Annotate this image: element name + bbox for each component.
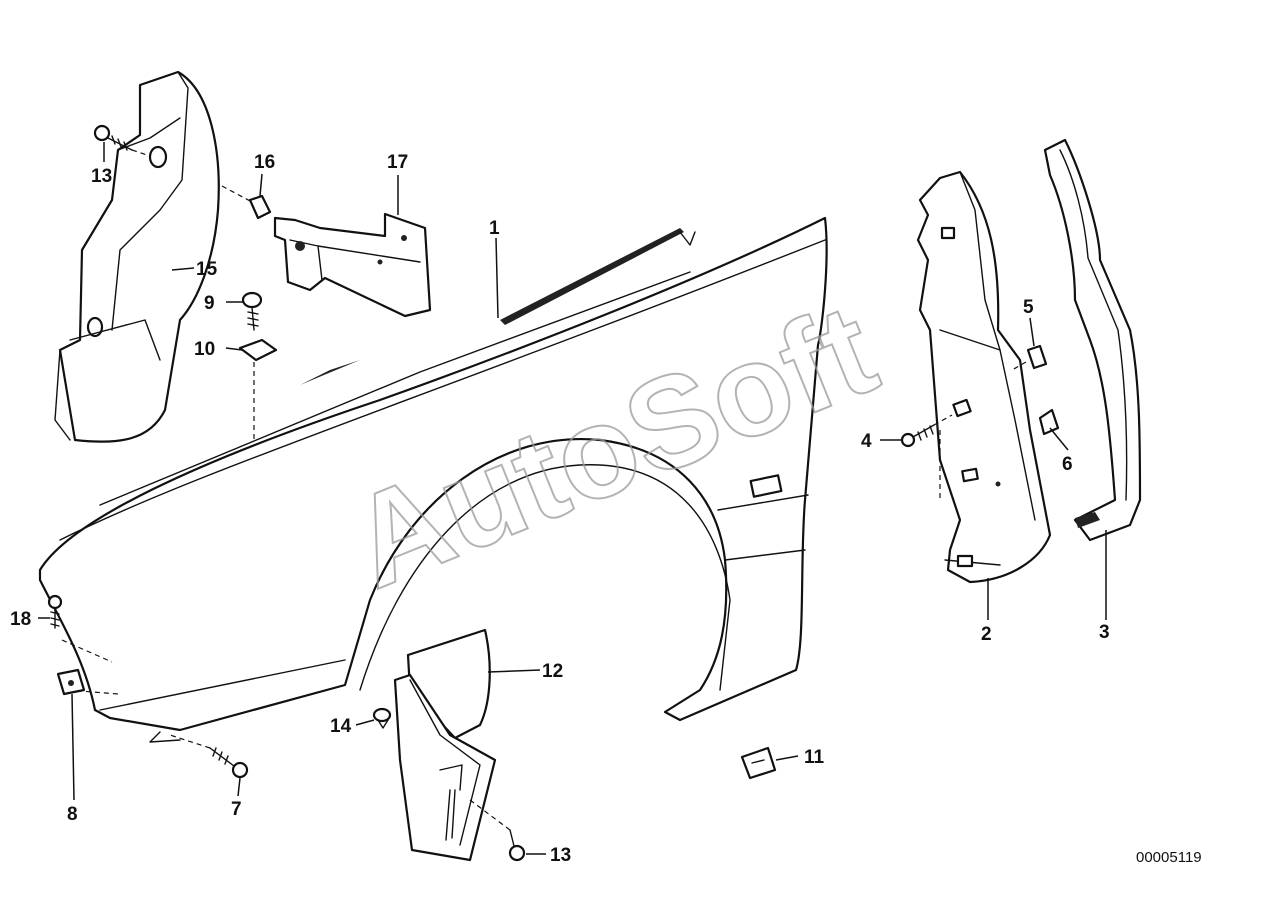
callout-11: 11 (804, 747, 825, 768)
part-11-plate (740, 746, 777, 780)
callout-8: 8 (67, 804, 78, 825)
callout-12: 12 (542, 661, 563, 682)
part-17-bracket (273, 212, 432, 318)
part-18-screw (47, 594, 63, 629)
part-14-clip (372, 707, 392, 729)
part-7-screw (169, 734, 249, 779)
part-2-inner-panel (916, 170, 1052, 584)
callout-1: 1 (489, 218, 500, 239)
part-5-clip (1011, 344, 1048, 371)
part-13-top-screw (93, 124, 151, 157)
callout-16: 16 (254, 152, 275, 173)
part-1-fender (38, 216, 828, 743)
part-13-bottom-screw (469, 799, 526, 862)
callout-10: 10 (194, 339, 215, 360)
reference-code: 00005119 (1136, 849, 1202, 866)
callout-2: 2 (981, 624, 992, 645)
callout-3: 3 (1099, 622, 1110, 643)
part-8-clip (56, 668, 86, 696)
callout-17: 17 (387, 152, 408, 173)
callout-labels: 1 2 3 4 5 6 7 8 9 10 11 12 13 13 14 15 1… (10, 152, 1110, 866)
leader-lines (38, 142, 1107, 855)
part-3-seal (1043, 138, 1142, 542)
part-16-clip (221, 185, 272, 220)
part-15-shield (54, 70, 220, 443)
callout-13-bottom: 13 (550, 845, 571, 866)
callout-6: 6 (1062, 454, 1073, 475)
callout-7: 7 (231, 799, 242, 820)
callout-13-top: 13 (91, 166, 112, 187)
part-10-nut (238, 338, 278, 440)
part-6-fastener (1038, 408, 1060, 436)
part-9-screw (241, 291, 263, 331)
callout-9: 9 (204, 293, 215, 314)
callout-18: 18 (10, 609, 31, 630)
callout-14: 14 (330, 716, 352, 737)
callout-5: 5 (1023, 297, 1034, 318)
callout-15: 15 (196, 259, 218, 280)
part-12-mudflap (393, 628, 497, 862)
callout-4: 4 (861, 431, 872, 452)
